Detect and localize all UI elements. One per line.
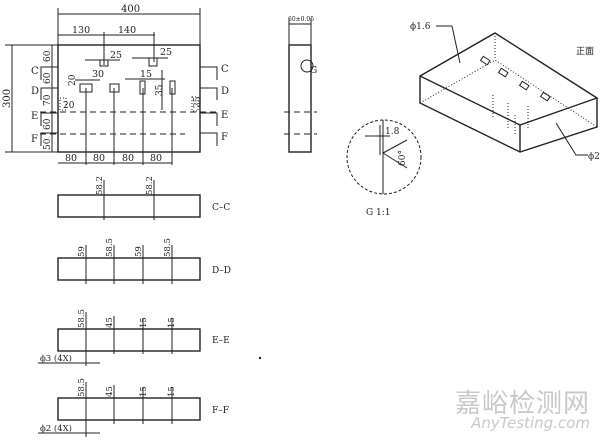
- section-dim: 15: [139, 317, 149, 328]
- dim-140: 140: [118, 25, 136, 36]
- dim-400: 400: [121, 4, 140, 15]
- dim-15: 15: [140, 69, 152, 80]
- dim-25-b: 25: [160, 47, 172, 58]
- iso-hole-side-label: ϕ2: [588, 152, 600, 162]
- row-dim: 70: [43, 94, 53, 106]
- section-mark-d-right: D: [221, 86, 229, 97]
- dim-35: 35: [155, 84, 165, 96]
- dim-30: 30: [92, 69, 104, 80]
- section-label: F–F: [212, 406, 229, 416]
- section-label: C–C: [212, 203, 230, 213]
- section-e-e: 58.5 45 15 15 ϕ3 (4X) E–E: [38, 309, 230, 366]
- section-dim: 15: [139, 386, 149, 397]
- section-dim: 59: [134, 246, 144, 257]
- bottom-dim: 80: [122, 153, 134, 164]
- dim-25-c: 25: [193, 96, 203, 108]
- section-mark-e: E: [31, 111, 38, 122]
- section-dim: 58.5: [77, 378, 87, 397]
- detail-caption: G 1:1: [366, 208, 391, 218]
- section-mark-f: F: [31, 134, 38, 145]
- detail-g: 1.8 60° G 1:1: [346, 119, 422, 218]
- section-dim: 58.2: [145, 176, 155, 195]
- section-mark-d: D: [31, 86, 39, 97]
- row-dim: 50: [43, 138, 53, 150]
- row-dim: 60: [43, 118, 53, 130]
- front-face-label: 正面: [576, 46, 594, 57]
- section-note: ϕ3 (4X): [40, 353, 72, 364]
- bottom-dim: 80: [150, 153, 162, 164]
- section-label: D–D: [212, 266, 231, 276]
- section-dim: 45: [105, 386, 115, 397]
- section-c-c: 58.2 58.2 C–C: [57, 176, 230, 220]
- section-mark-c: C: [31, 66, 39, 77]
- detail-dim: 1.8: [385, 127, 400, 137]
- dim-130: 130: [72, 25, 90, 36]
- side-view: 60±0.05 G: [284, 16, 317, 153]
- section-d-d: 59 58.5 59 58.5 D–D: [57, 238, 231, 284]
- detail-mark: G: [310, 66, 317, 76]
- detail-angle: 60°: [398, 150, 408, 166]
- row-dim: 60: [43, 72, 53, 84]
- dim-300: 300: [2, 89, 13, 108]
- dim-20-a: 20: [68, 74, 78, 86]
- dim-25-a: 25: [110, 50, 122, 61]
- thickness-dim: 60±0.05: [288, 16, 314, 23]
- row-dim: 60: [43, 50, 53, 62]
- front-view: 400 130 140 25 25 30 20 15 35 20 25 300 …: [2, 4, 229, 165]
- section-mark-e-right: E: [221, 110, 228, 121]
- section-note: ϕ2 (4X): [40, 423, 72, 434]
- section-dim: 15: [167, 386, 177, 397]
- section-dim: 45: [105, 317, 115, 328]
- section-dim: 59: [77, 246, 87, 257]
- bottom-dim: 80: [93, 153, 105, 164]
- watermark-en: AnyTesting.com: [471, 414, 590, 432]
- section-dim: 58.5: [163, 238, 173, 257]
- section-mark-f-right: F: [221, 132, 228, 143]
- stray-dot: [258, 356, 262, 360]
- watermark-cn: 嘉峪检测网: [454, 389, 590, 419]
- section-mark-c-right: C: [221, 64, 229, 75]
- section-dim: 58.5: [77, 309, 87, 328]
- dim-20-b: 20: [63, 101, 75, 111]
- section-dim: 15: [167, 317, 177, 328]
- section-dim: 58.5: [105, 238, 115, 257]
- iso-hole-top-label: ϕ1.6: [410, 22, 431, 32]
- section-dim: 58.2: [95, 176, 105, 195]
- bottom-dim: 80: [65, 153, 77, 164]
- isometric-view: ϕ1.6 ϕ2 正面: [410, 22, 600, 162]
- section-label: E–E: [212, 336, 230, 346]
- section-f-f: 58.5 45 15 15 ϕ2 (4X) F–F: [38, 378, 229, 437]
